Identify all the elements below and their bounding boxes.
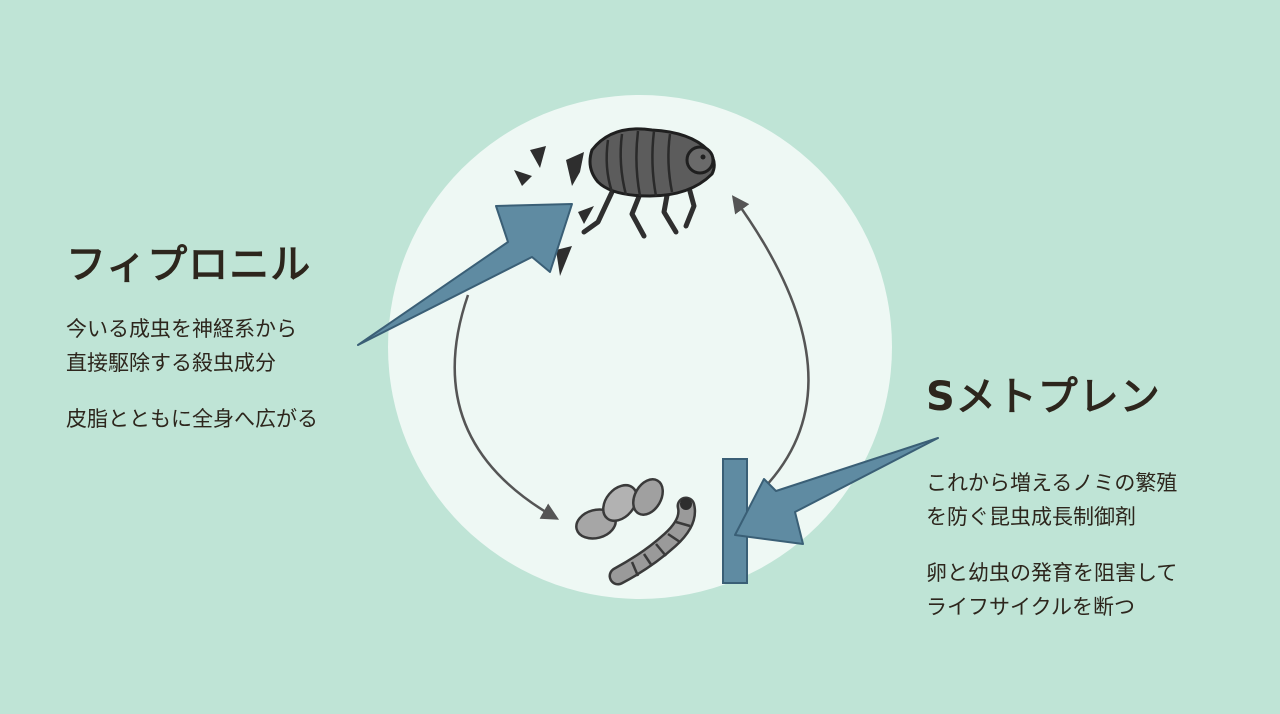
fipronil-panel: フィプロニル 今いる成虫を神経系から 直接駆除する殺虫成分 皮脂とともに全身へ広… xyxy=(66,232,406,436)
fipronil-desc-line2: 直接駆除する殺虫成分 xyxy=(66,351,276,375)
methoprene-desc-line1: これから増えるノミの繁殖 xyxy=(926,471,1178,495)
fipronil-arrow xyxy=(357,203,573,346)
fipronil-desc-line1: 今いる成虫を神経系から xyxy=(66,317,297,341)
fipronil-title: フィプロニル xyxy=(66,242,312,288)
methoprene-arrow xyxy=(734,437,939,545)
methoprene-note-line2: ライフサイクルを断つ xyxy=(926,595,1135,619)
cycle-arrow-right xyxy=(731,195,810,489)
methoprene-title: Sメトプレン xyxy=(926,374,1161,420)
flea-eggs-icon xyxy=(575,478,664,540)
fipronil-note: 皮脂とともに全身へ広がる xyxy=(66,407,318,431)
flea-icon xyxy=(514,127,716,276)
cycle-arrow-left xyxy=(453,294,560,520)
flea-larva-icon xyxy=(608,496,697,586)
methoprene-note-line1: 卵と幼虫の発育を阻害して xyxy=(926,561,1178,585)
methoprene-panel: Sメトプレン これから増えるノミの繁殖 を防ぐ昆虫成長制御剤 卵と幼虫の発育を阻… xyxy=(926,364,1266,624)
methoprene-desc-line2: を防ぐ昆虫成長制御剤 xyxy=(926,505,1136,529)
